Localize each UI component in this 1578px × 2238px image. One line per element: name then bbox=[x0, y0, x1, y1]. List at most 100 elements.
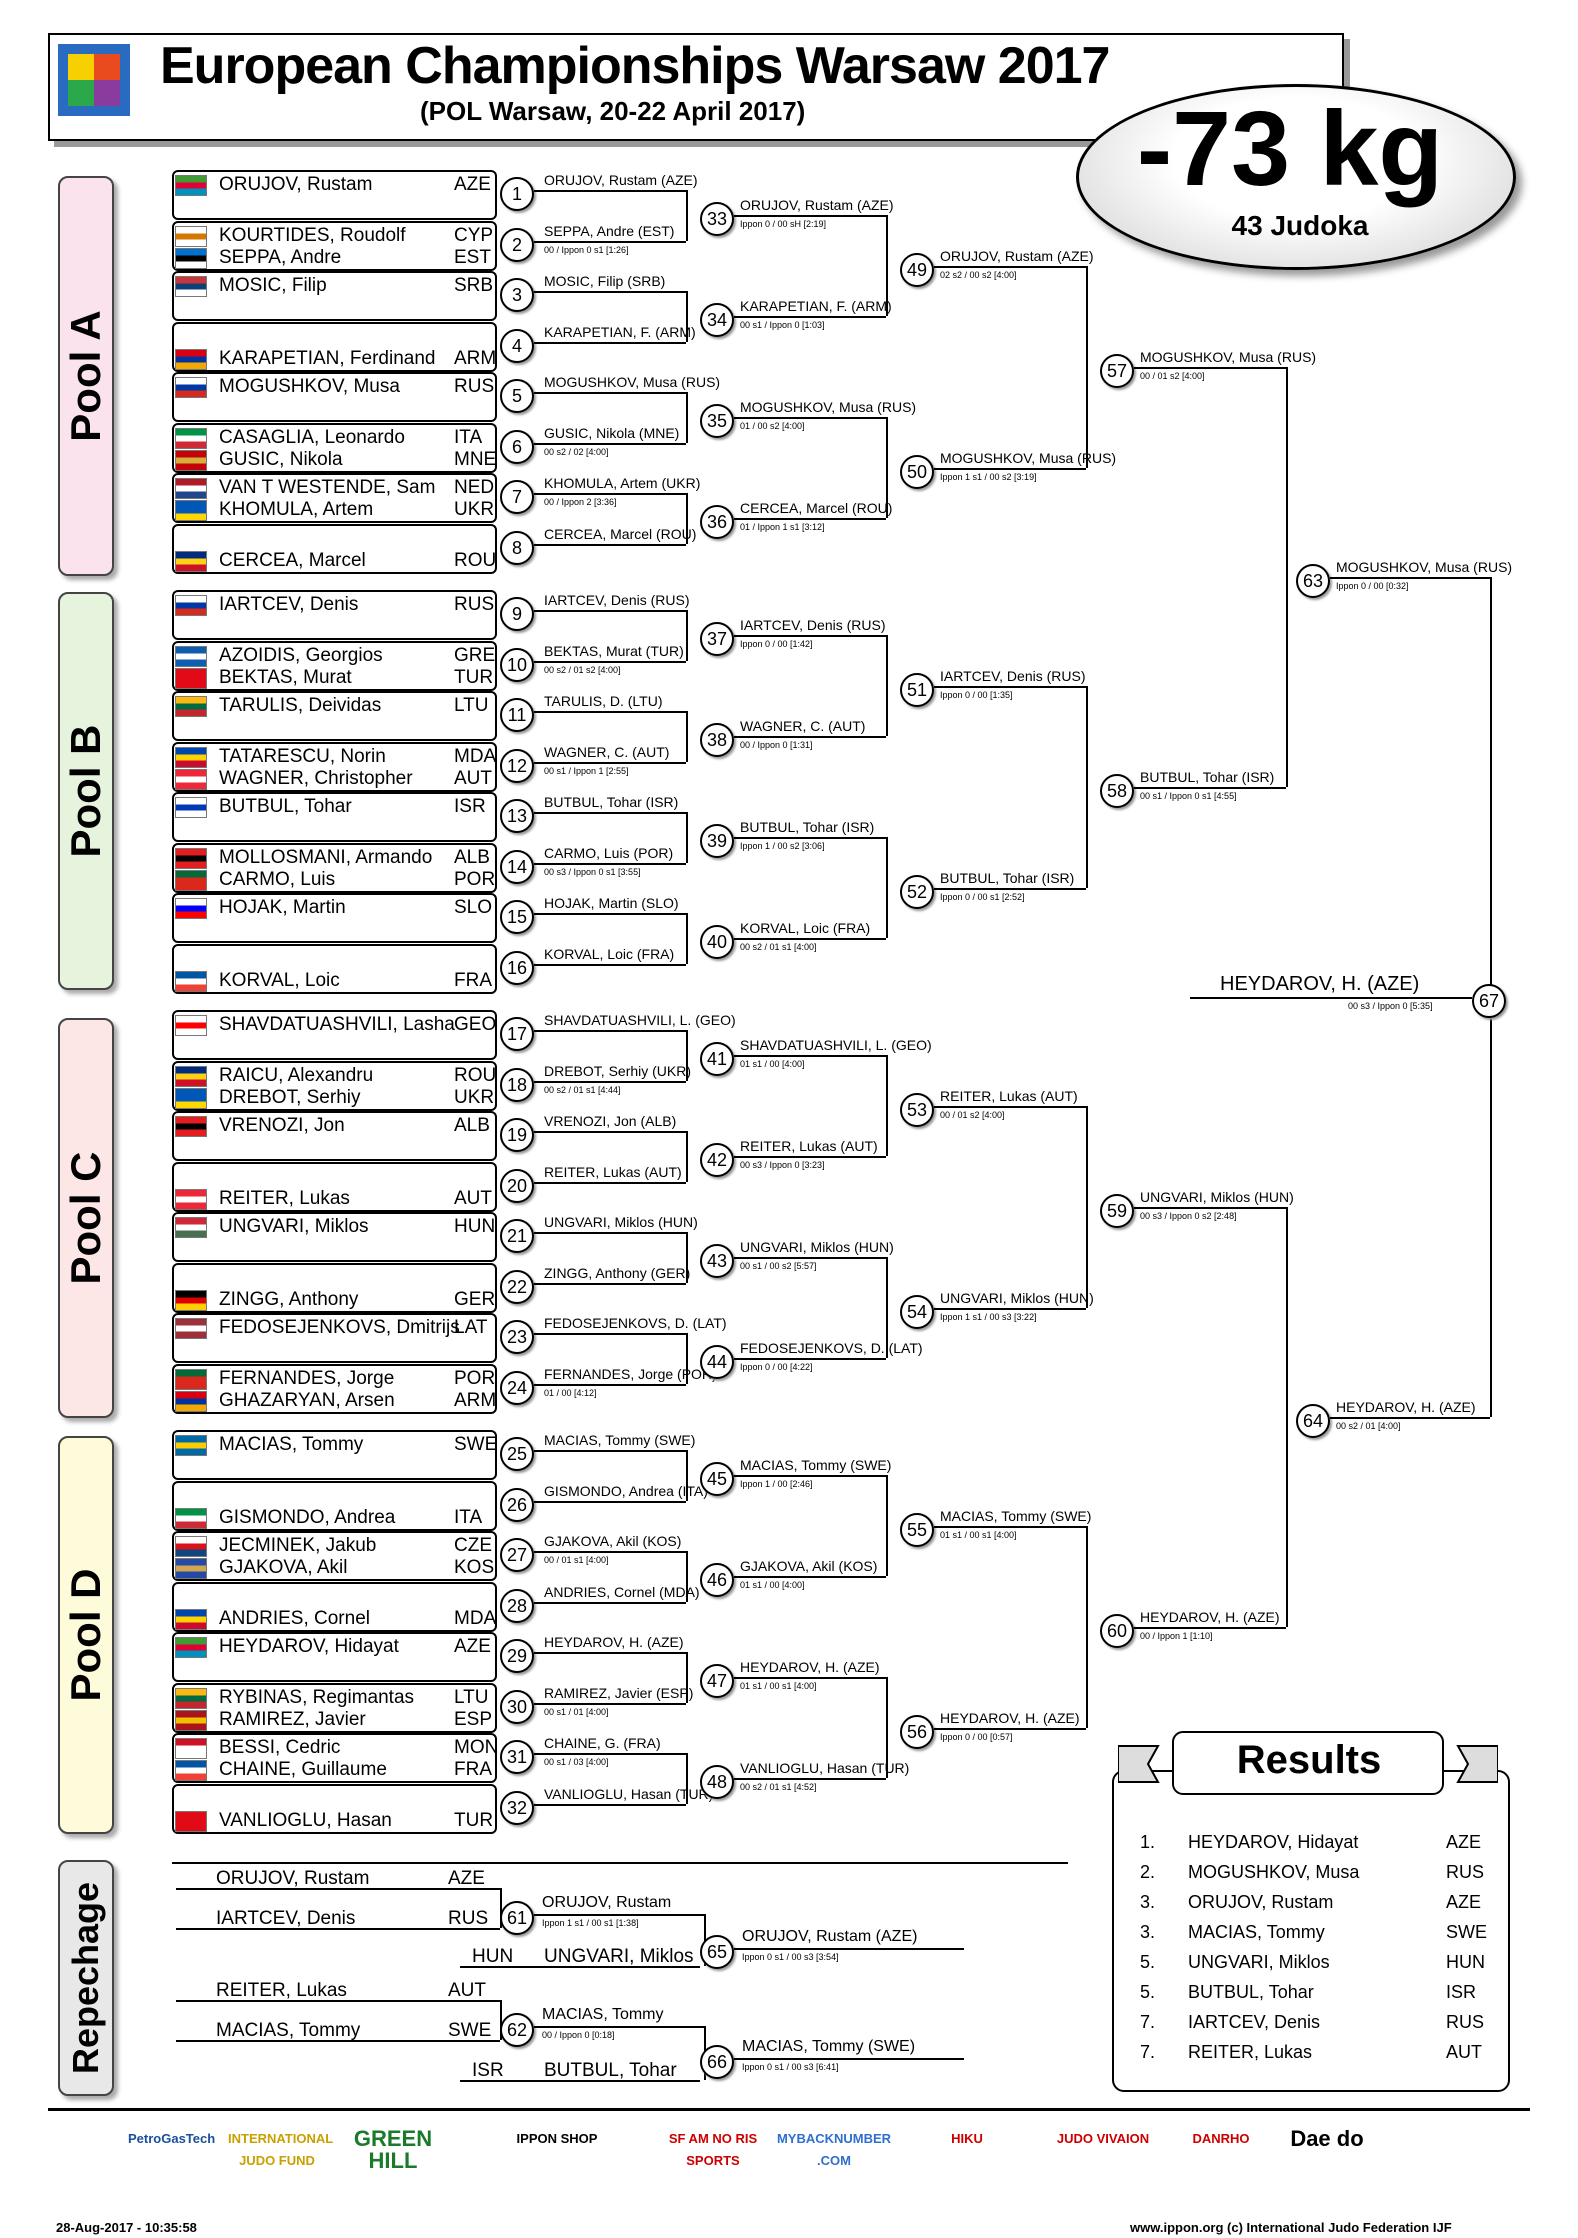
match-score: 00 / 01 s2 [4:00] bbox=[940, 1109, 1005, 1120]
winner-line bbox=[1134, 786, 1286, 789]
match-winner: SHAVDATUASHVILI, L. (GEO) bbox=[740, 1037, 932, 1054]
pairing-box bbox=[172, 943, 497, 994]
winner-line bbox=[734, 215, 886, 218]
pairing-box bbox=[172, 220, 497, 271]
match-winner: MOGUSHKOV, Musa (RUS) bbox=[1336, 558, 1513, 575]
entrant-country: FRA bbox=[454, 1759, 492, 1780]
match-number: 23 bbox=[500, 1320, 534, 1354]
entrant-name: BUTBUL, Tohar bbox=[219, 796, 352, 817]
entrant-country: AUT bbox=[454, 1187, 492, 1209]
bracket-connector bbox=[886, 417, 888, 519]
round1-line bbox=[534, 190, 686, 192]
bracket-connector bbox=[886, 837, 888, 939]
bracket-connector bbox=[686, 1551, 688, 1602]
pairing-box bbox=[172, 1682, 497, 1733]
repechage-line bbox=[734, 1948, 964, 1950]
pool-d-tab: Pool D bbox=[58, 1436, 114, 1834]
round1-line bbox=[534, 392, 686, 394]
entrant-name: SEPPA, Andre bbox=[219, 246, 342, 268]
match-score: 02 s2 / 00 s2 [4:00] bbox=[940, 269, 1017, 280]
result-country: ISR bbox=[1446, 1982, 1477, 2002]
winner-line bbox=[934, 685, 1086, 688]
match-number: 25 bbox=[500, 1437, 534, 1471]
round1-line bbox=[534, 1450, 686, 1452]
match-score: Ippon 0 / 00 s1 [2:52] bbox=[940, 891, 1025, 902]
match-number: 14 bbox=[500, 849, 534, 884]
entrant-name: BESSI, Cedric bbox=[219, 1737, 341, 1758]
pairing-box bbox=[172, 1060, 497, 1111]
match-winner: REITER, Lukas (AUT) bbox=[740, 1138, 878, 1155]
bracket-connector bbox=[686, 711, 688, 762]
repechage-score: Ippon 0 s1 / 00 s3 [3:54] bbox=[742, 1952, 839, 1962]
match-number: 56 bbox=[900, 1714, 934, 1749]
round1-line bbox=[534, 1333, 686, 1335]
winner-line bbox=[1330, 1416, 1490, 1419]
result-name: ORUJOV, Rustam bbox=[1188, 1892, 1334, 1912]
repechage-score: Ippon 1 s1 / 00 s1 [1:38] bbox=[542, 1918, 639, 1928]
flag-icon bbox=[175, 1435, 207, 1456]
entrant-country: MDA bbox=[454, 745, 497, 767]
match-winner: MACIAS, Tommy (SWE) bbox=[940, 1507, 1092, 1524]
result-rank: 5. bbox=[1140, 1952, 1156, 1972]
flag-icon bbox=[175, 1015, 207, 1036]
pairing-box bbox=[172, 1161, 497, 1212]
winner-line bbox=[1134, 1206, 1286, 1209]
entrant-country: AUT bbox=[454, 767, 492, 789]
match-score: Ippon 0 / 00 [0:32] bbox=[1336, 580, 1409, 591]
bracket-connector bbox=[1086, 1525, 1088, 1728]
pairing-box bbox=[172, 1480, 497, 1531]
entrant-country: SLO bbox=[454, 897, 493, 918]
entrant-name: ANDRIES, Cornel bbox=[219, 1607, 370, 1629]
match-score: Ippon 1 / 00 s2 [3:06] bbox=[740, 841, 825, 852]
pairing-box bbox=[172, 1632, 497, 1682]
match-number: 34 bbox=[700, 303, 734, 338]
entrant-name: CASAGLIA, Leonardo bbox=[219, 426, 405, 448]
match-number: 65 bbox=[700, 1935, 734, 1969]
round1-line bbox=[534, 493, 686, 495]
result-name: UNGVARI, Miklos bbox=[1188, 1952, 1330, 1972]
bracket-connector bbox=[886, 1257, 888, 1359]
match-winner: MOGUSHKOV, Musa (RUS) bbox=[1140, 348, 1317, 365]
match-score: Ippon 1 / 00 [2:46] bbox=[740, 1479, 813, 1490]
round1-score: 00 s2 / 01 s2 [4:00] bbox=[544, 664, 621, 675]
repechage-tab: Repechage bbox=[58, 1860, 114, 2096]
bracket-connector bbox=[886, 1475, 888, 1577]
round1-winner: BUTBUL, Tohar (ISR) bbox=[544, 794, 679, 810]
round1-winner: FEDOSEJENKOVS, D. (LAT) bbox=[544, 1315, 727, 1331]
match-number: 36 bbox=[700, 505, 734, 540]
pairing-box bbox=[172, 893, 497, 943]
winner-line bbox=[734, 938, 886, 941]
entrant-country: SWE bbox=[454, 1434, 498, 1455]
pairing-box bbox=[172, 1430, 497, 1480]
round1-winner: ZINGG, Anthony (GER) bbox=[544, 1264, 691, 1281]
flag-icon bbox=[175, 898, 207, 919]
match-score: 00 s3 / Ippon 0 s2 [2:48] bbox=[1140, 1210, 1237, 1221]
match-number: 31 bbox=[500, 1740, 534, 1774]
repechage-winner: MACIAS, Tommy bbox=[542, 2006, 664, 2023]
round1-score: 00 s1 / Ippon 1 [2:55] bbox=[544, 765, 629, 776]
match-winner: ORUJOV, Rustam (AZE) bbox=[740, 197, 894, 214]
match-number: 35 bbox=[700, 404, 734, 439]
pairing-box bbox=[172, 271, 497, 321]
bracket-connector bbox=[886, 1677, 888, 1779]
repechage-name: BUTBUL, Tohar bbox=[544, 2060, 677, 2081]
match-winner: IARTCEV, Denis (RUS) bbox=[940, 667, 1086, 684]
entrant-name: HOJAK, Martin bbox=[219, 897, 346, 918]
entrant-country: FRA bbox=[454, 969, 492, 991]
entrant-name: FEDOSEJENKOVS, Dmitrijs bbox=[219, 1317, 460, 1338]
entrant-name: MOLLOSMANI, Armando bbox=[219, 846, 433, 868]
bracket-connector bbox=[686, 1652, 688, 1703]
match-number: 19 bbox=[500, 1118, 534, 1152]
match-winner: GJAKOVA, Akil (KOS) bbox=[740, 1558, 878, 1575]
repechage-line bbox=[734, 2058, 964, 2060]
match-score: 00 s2 / 01 s1 [4:00] bbox=[740, 942, 817, 953]
flag-icon bbox=[175, 449, 207, 471]
